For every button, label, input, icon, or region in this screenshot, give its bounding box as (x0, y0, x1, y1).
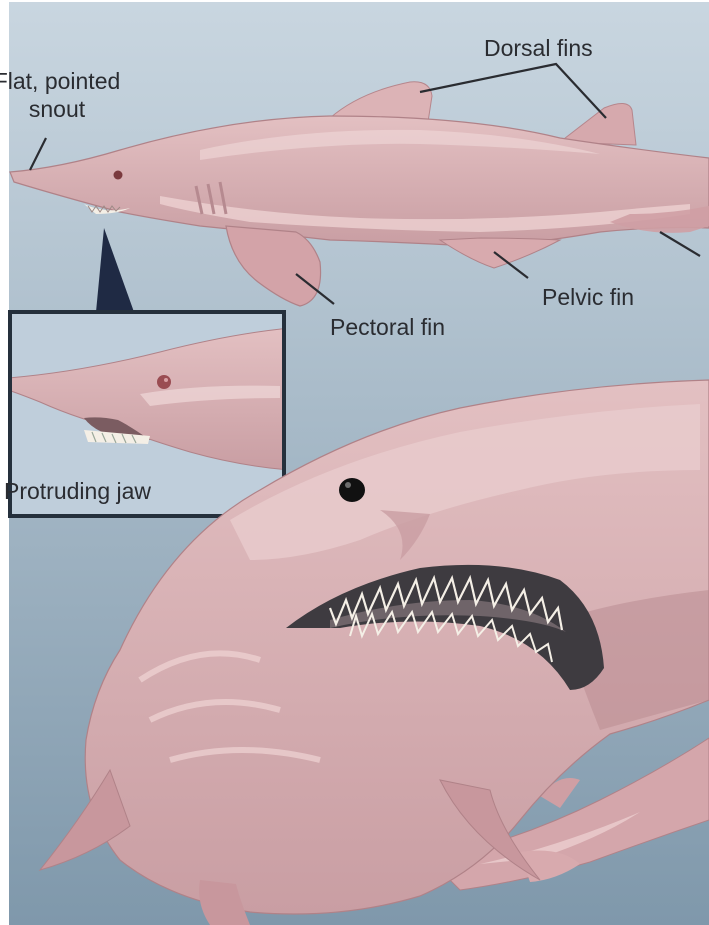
label-pelvic-fin: Pelvic fin (542, 284, 634, 312)
label-protruding-jaw: Protruding jaw (4, 478, 151, 506)
left-margin (0, 0, 9, 925)
label-flat-pointed-snout: Flat, pointed snout (0, 68, 122, 123)
label-pectoral-fin: Pectoral fin (330, 314, 445, 342)
label-dorsal-fins: Dorsal fins (484, 35, 593, 63)
front-eye-glint (345, 482, 351, 488)
inset-eye (157, 375, 171, 389)
label-snout-line2: snout (0, 96, 122, 124)
side-eye (114, 171, 123, 180)
label-snout-line1: Flat, pointed (0, 68, 122, 96)
front-eye (339, 478, 365, 502)
inset-eye-glint (164, 378, 168, 382)
